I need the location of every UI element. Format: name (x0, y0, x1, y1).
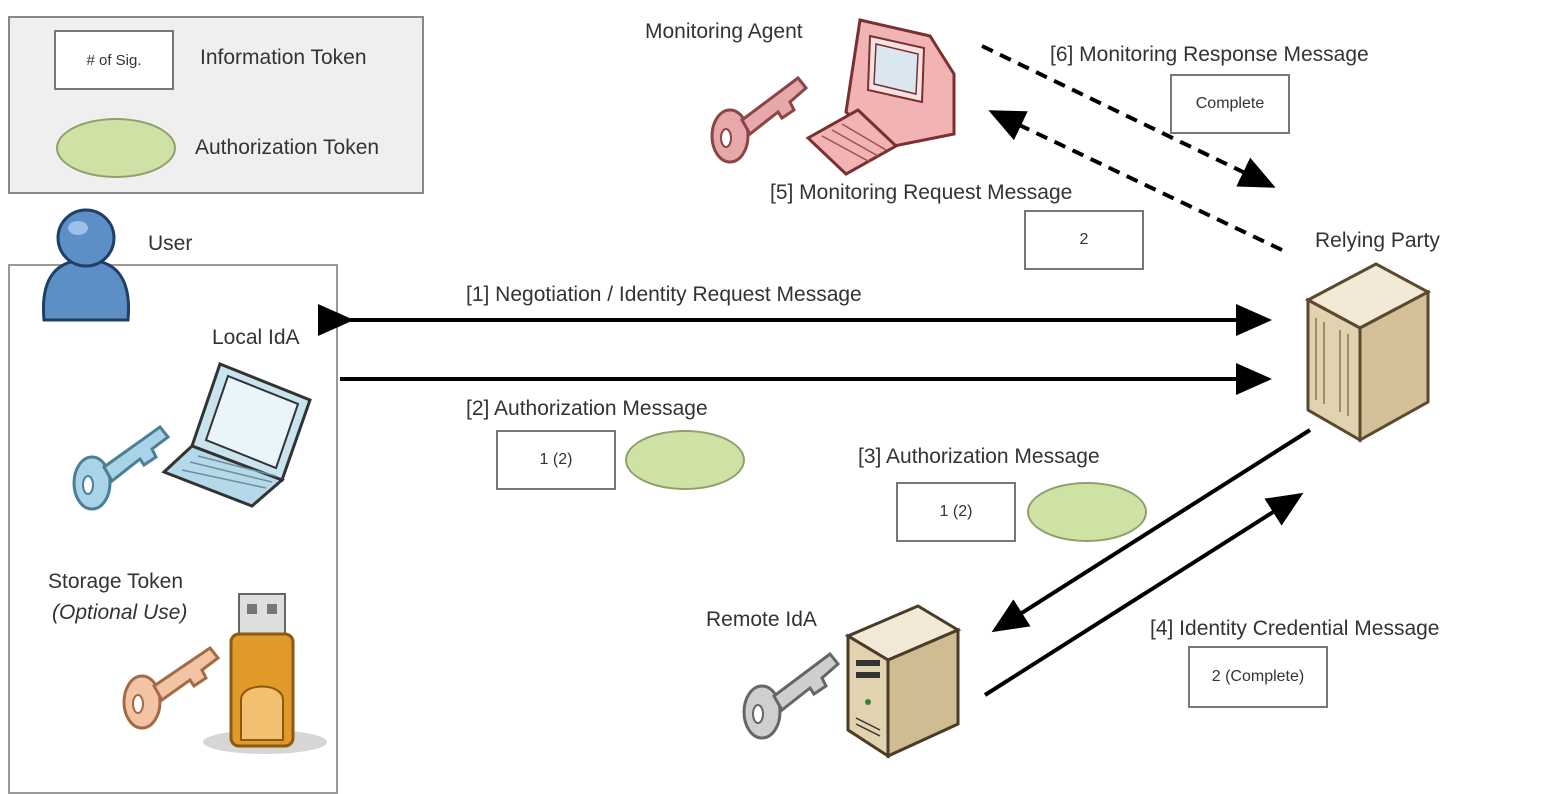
message-3-info-token: 1 (2) (896, 482, 1016, 542)
local-ida-key-icon (72, 424, 171, 511)
laptop-icon (161, 362, 312, 508)
message-3-auth-token (1027, 482, 1147, 542)
arrow-m4 (983, 492, 1304, 697)
remote-ida-server-icon (844, 604, 962, 759)
monitoring-key-icon (710, 75, 809, 164)
message-2-info-token: 1 (2) (496, 430, 616, 490)
arrow-m6 (981, 44, 1276, 188)
remote-ida-key-icon (742, 651, 841, 740)
monitoring-agent-label: Monitoring Agent (645, 20, 803, 43)
message-5-label: [5] Monitoring Request Message (770, 181, 1073, 204)
arrow-m5 (988, 110, 1283, 252)
message-2-auth-token (625, 430, 745, 490)
remote-ida-label: Remote IdA (706, 608, 817, 631)
message-4-info-token: 2 (Complete) (1188, 646, 1328, 708)
message-6-info-token: Complete (1170, 74, 1290, 134)
legend-info-token-label: Information Token (200, 46, 367, 69)
arrow-m3 (991, 428, 1312, 633)
relying-party-label: Relying Party (1315, 229, 1440, 252)
legend-auth-token-sample (56, 118, 176, 178)
usb-storage-icon (203, 593, 327, 754)
relying-party-server-icon (1304, 262, 1432, 443)
message-2-label: [2] Authorization Message (466, 397, 708, 420)
legend: # of Sig. Information Token Authorizatio… (8, 16, 424, 194)
user-icon (41, 208, 131, 322)
storage-key-icon (122, 645, 221, 730)
user-label: User (148, 232, 193, 255)
message-6-label: [6] Monitoring Response Message (1050, 43, 1369, 66)
legend-auth-token-label: Authorization Token (195, 136, 380, 159)
legend-info-token-sample: # of Sig. (54, 30, 174, 90)
message-4-label: [4] Identity Credential Message (1150, 617, 1440, 640)
message-5-info-token: 2 (1024, 210, 1144, 270)
message-1-label: [1] Negotiation / Identity Request Messa… (466, 283, 862, 306)
monitoring-computer-icon (805, 18, 956, 176)
storage-token-label: Storage Token (48, 570, 184, 593)
local-ida-label: Local IdA (212, 326, 300, 349)
storage-token-note: (Optional Use) (52, 601, 188, 624)
message-3-label: [3] Authorization Message (858, 445, 1100, 468)
